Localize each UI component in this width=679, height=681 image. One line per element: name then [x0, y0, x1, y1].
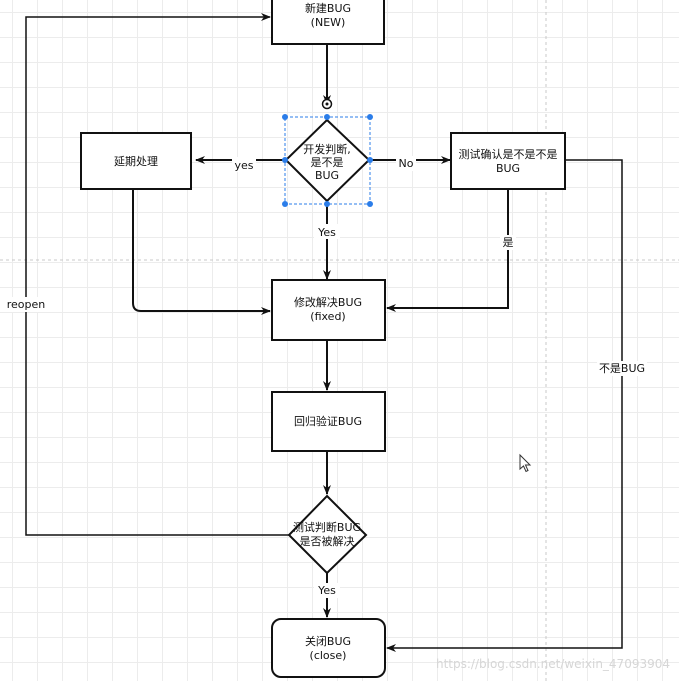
edge-not-bug-to-close[interactable] [386, 159, 623, 652]
node-test-confirm-label-1: 测试确认是不是不是 [459, 148, 558, 161]
node-dev-decision-label-2: 是不是 [311, 156, 344, 169]
edge-label-bg [314, 583, 340, 598]
node-regression-label: 回归验证BUG [294, 414, 362, 428]
node-dev-decision[interactable]: 开发判断, 是不是 BUG [282, 114, 373, 207]
selection-handles[interactable] [282, 114, 373, 207]
node-new-bug[interactable]: 新建BUG (NEW) [271, 0, 385, 45]
edge-label-reopen: reopen [7, 298, 46, 311]
edge-label-bg [5, 297, 47, 312]
connection-anchor-icon[interactable] [321, 98, 333, 110]
node-delay-label: 延期处理 [114, 155, 158, 168]
node-test-resolved[interactable]: 测试判断BUG 是否被解决 [287, 494, 368, 575]
node-close[interactable]: 关闭BUG (close) [271, 618, 386, 678]
node-close-sublabel: (close) [310, 649, 347, 662]
node-regression[interactable]: 回归验证BUG [271, 391, 386, 452]
edge-reopen[interactable] [25, 13, 289, 536]
node-dev-decision-label-3: BUG [315, 169, 339, 182]
node-test-resolved-label-2: 是否被解决 [300, 534, 355, 548]
edge-label-not-bug: 不是BUG [599, 362, 645, 375]
edge-label-bg [597, 361, 647, 376]
watermark: https://blog.csdn.net/weixin_47093904 [436, 657, 670, 671]
edge-label-bg [314, 224, 340, 239]
edge-label-is-bug: 是 [503, 236, 514, 249]
node-test-confirm-label-2: BUG [496, 162, 520, 175]
node-test-resolved-label-1: 测试判断BUG [293, 520, 361, 534]
edge-label-yes-close: Yes [317, 584, 336, 597]
node-test-confirm[interactable]: 测试确认是不是不是 BUG [450, 132, 566, 190]
node-delay[interactable]: 延期处理 [80, 132, 192, 190]
node-new-bug-label: 新建BUG [305, 1, 351, 15]
edge-label-yes-fix: Yes [317, 226, 336, 239]
edge-label-bg [232, 157, 256, 172]
edge-delay-to-fix[interactable] [132, 189, 271, 315]
edge-label-yes-delay: yes [234, 159, 253, 172]
node-fix[interactable]: 修改解决BUG (fixed) [271, 279, 386, 341]
edge-label-bg [396, 156, 416, 171]
edge-label-bg [500, 235, 516, 250]
node-fix-label: 修改解决BUG [294, 295, 362, 309]
node-close-label: 关闭BUG [305, 634, 351, 648]
node-dev-decision-label-1: 开发判断, [303, 142, 351, 156]
edge-confirm-to-fix[interactable] [386, 189, 509, 312]
node-new-bug-sublabel: (NEW) [311, 16, 346, 29]
mouse-cursor-icon [519, 453, 532, 473]
node-fix-sublabel: (fixed) [310, 310, 345, 323]
edge-label-no: No [399, 157, 414, 170]
